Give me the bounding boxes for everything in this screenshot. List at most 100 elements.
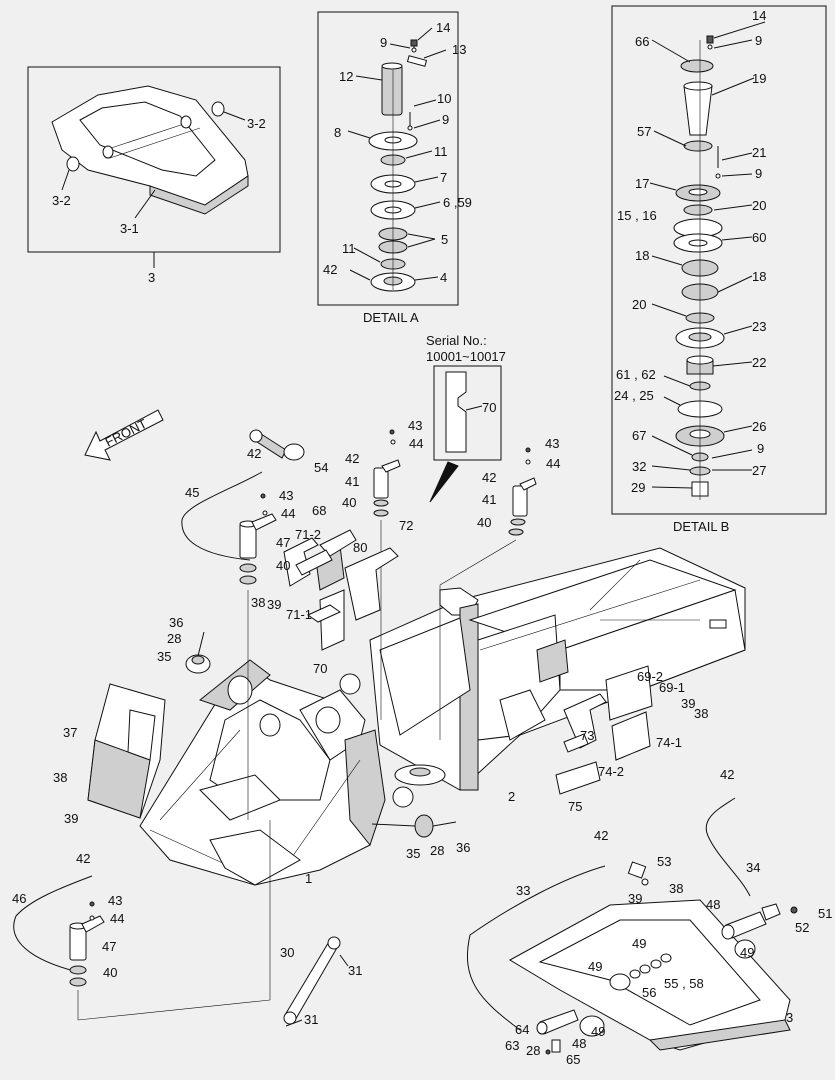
callout-c6: 13 (452, 42, 466, 57)
callout-c4: 14 (436, 20, 450, 35)
callout-c35: 24 , 25 (614, 388, 654, 403)
cover-66-b (680, 59, 714, 73)
callout-c90: 46 (12, 891, 26, 906)
callout-c30: 18 (752, 269, 766, 284)
plate-73-top (563, 693, 607, 749)
callout-c116: 3 (786, 1010, 793, 1025)
callout-c16: 42 (323, 262, 337, 277)
callout-c28: 60 (752, 230, 766, 245)
callout-c46: 43 (279, 488, 293, 503)
callout-c19: 66 (635, 34, 649, 49)
serial-group (429, 365, 502, 503)
callout-c85: 75 (568, 799, 582, 814)
callout-c26: 15 , 16 (617, 208, 657, 223)
callout-c110: 49 (740, 945, 754, 960)
callout-c111: 56 (642, 985, 656, 1000)
callout-c97: 31 (304, 1012, 318, 1027)
callout-c5: 9 (380, 35, 387, 50)
callout-c112: 55 , 58 (664, 976, 704, 991)
callout-c20: 9 (755, 33, 762, 48)
callout-c53: 71-2 (295, 527, 321, 542)
callout-c84: 74-2 (598, 764, 624, 779)
bolt-14-a (410, 39, 418, 47)
pin-19-b (683, 85, 713, 136)
callout-c40: 27 (752, 463, 766, 478)
callout-c18: 14 (752, 8, 766, 23)
plate-74-1 (611, 711, 651, 761)
callout-c32: 23 (752, 319, 766, 334)
callout-c72: 38 (53, 770, 67, 785)
plate-69-1 (605, 665, 653, 721)
callout-c80: 39 (681, 696, 695, 711)
callout-c114: 49 (591, 1024, 605, 1039)
callout-c92: 44 (110, 911, 124, 926)
callout-c66: 41 (482, 492, 496, 507)
callout-c118: 28 (526, 1043, 540, 1058)
bolt-14-b (706, 35, 714, 44)
callout-c27: 20 (752, 198, 766, 213)
callout-c117: 63 (505, 1038, 519, 1053)
frame-3-1-edge (149, 175, 249, 215)
callout-c93: 47 (102, 939, 116, 954)
callout-c87: 28 (430, 843, 444, 858)
callout-c99: 53 (657, 854, 671, 869)
callout-c8: 10 (437, 91, 451, 106)
callout-c102: 38 (669, 881, 683, 896)
callout-c61: 41 (345, 474, 359, 489)
pin-41-middle (373, 467, 389, 499)
callout-c100: 33 (516, 883, 530, 898)
detail-a-border (317, 11, 459, 306)
lower-frame-3 (508, 861, 798, 1055)
callout-c59: 42 (345, 451, 359, 466)
front-arrow-label: FRONT (103, 416, 150, 450)
callout-c109: 49 (588, 959, 602, 974)
inset-frame-3 (27, 66, 281, 268)
callout-c81: 38 (694, 706, 708, 721)
pad-35-right (414, 814, 434, 838)
hose-34 (705, 797, 751, 897)
detail-a-caption: DETAIL A (363, 310, 419, 325)
callout-c23: 21 (752, 145, 766, 160)
plate-70-serial (445, 371, 467, 453)
callout-c107: 52 (795, 920, 809, 935)
callout-c24: 17 (635, 176, 649, 191)
callout-c34: 61 , 62 (616, 367, 656, 382)
callout-c50: 38 (251, 595, 265, 610)
bracket-53 (627, 861, 647, 879)
callout-c39: 32 (632, 459, 646, 474)
callout-c62: 40 (342, 495, 356, 510)
ref-circle-b (392, 786, 414, 808)
callout-c55: 80 (353, 540, 367, 555)
callout-c96: 31 (348, 963, 362, 978)
callout-c11: 11 (434, 144, 448, 159)
callout-c41: 29 (631, 480, 645, 495)
callout-c21: 19 (752, 71, 766, 86)
callout-c3: 3 (148, 270, 155, 285)
ref-circle-a (339, 673, 361, 695)
callout-c115: 48 (572, 1036, 586, 1051)
callout-c58: 43 (408, 418, 422, 433)
callout-c56: 72 (399, 518, 413, 533)
callout-c31: 20 (632, 297, 646, 312)
callout-c17: 4 (440, 270, 447, 285)
callout-c91: 43 (108, 893, 122, 908)
callout-c94: 40 (103, 965, 117, 980)
callout-c73: 39 (64, 811, 78, 826)
serial-range: 10001~10017 (426, 349, 506, 364)
callout-c105: 48 (706, 897, 720, 912)
cover-plates (283, 529, 399, 651)
callout-c45: 45 (185, 485, 199, 500)
callout-c75: 2 (508, 789, 515, 804)
callout-c37: 67 (632, 428, 646, 443)
callout-c38: 9 (757, 441, 764, 456)
callout-c86: 35 (406, 846, 420, 861)
seal-20-b-top (683, 204, 713, 216)
callout-c48: 47 (276, 535, 290, 550)
serial-box (433, 365, 502, 461)
bushing-49-right (734, 939, 756, 959)
pin-47-lower (69, 925, 87, 961)
plate-65 (551, 1039, 561, 1053)
seal-57-b (683, 140, 713, 152)
callout-c36: 26 (752, 419, 766, 434)
